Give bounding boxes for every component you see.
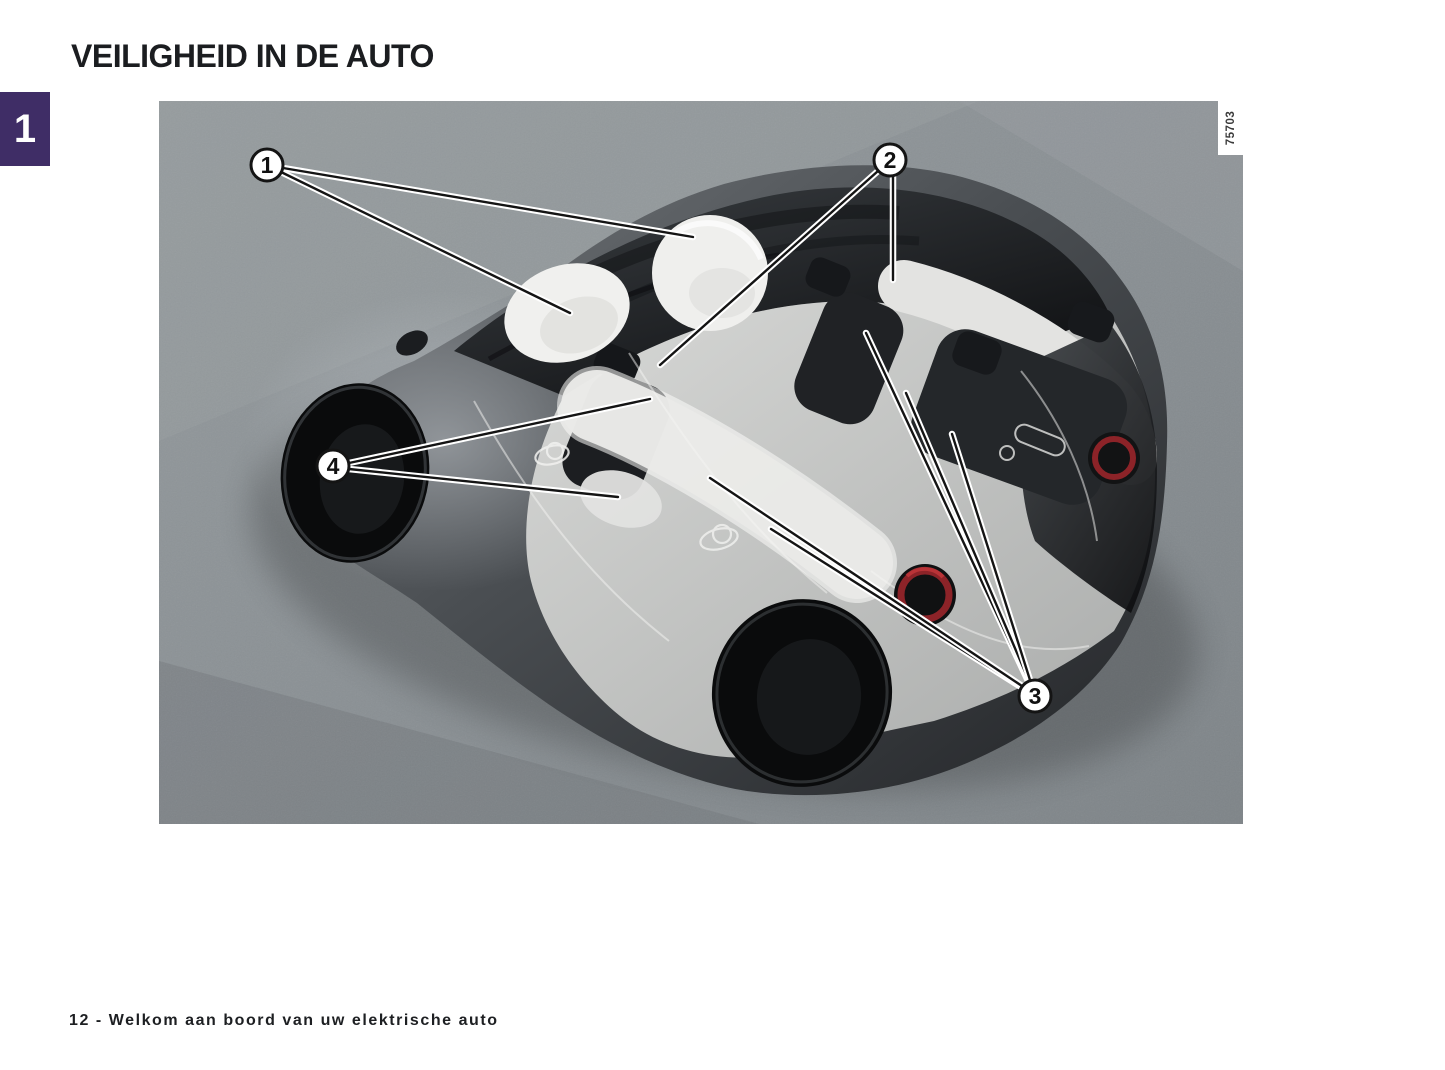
curtain-airbag-near — [561, 370, 893, 599]
callout-marker-3: 3 — [1017, 678, 1053, 714]
rear-wheel — [711, 599, 893, 787]
taillight-near — [894, 564, 956, 626]
airbag-diagram-svg: 1 2 3 4 75703 — [159, 101, 1243, 824]
airbag-symbol-icon — [699, 523, 739, 551]
front-wheel — [280, 383, 430, 563]
taillight-far — [1088, 432, 1140, 484]
callout-marker-4: 4 — [315, 448, 351, 484]
airbag-diagram-figure: 1 2 3 4 75703 — [159, 101, 1243, 824]
svg-text:3: 3 — [1029, 683, 1042, 709]
roof-and-windshield — [454, 187, 1109, 396]
side-airbag — [580, 470, 662, 528]
seatbelt-symbol-icon — [999, 423, 1066, 461]
callout-marker-2: 2 — [872, 142, 908, 178]
figure-ref-label: 75703 — [1218, 101, 1243, 155]
svg-text:2: 2 — [884, 147, 897, 173]
svg-text:1: 1 — [261, 152, 274, 178]
page-footer: 12 - Welkom aan boord van uw elektrische… — [69, 1012, 499, 1029]
seats — [562, 257, 1128, 505]
callout-lines — [277, 164, 1034, 691]
section-tab-number: 1 — [13, 106, 37, 151]
airbag-symbol-icon — [534, 441, 570, 466]
passenger-front-airbag — [652, 215, 768, 331]
callout-marker-1: 1 — [249, 147, 285, 183]
figure-ref-number: 75703 — [1225, 111, 1237, 145]
svg-text:4: 4 — [327, 453, 340, 479]
page-title: VEILIGHEID IN DE AUTO — [71, 38, 434, 74]
side-mirror — [396, 330, 428, 356]
section-tab: 1 — [0, 92, 50, 166]
